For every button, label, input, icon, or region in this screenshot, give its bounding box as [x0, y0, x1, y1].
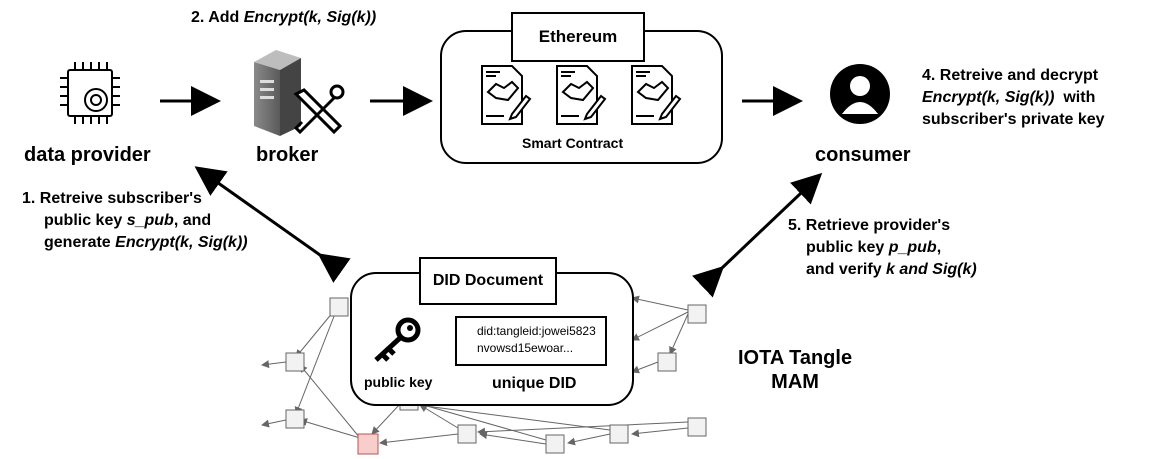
arrow-provider-did	[194, 166, 351, 283]
did-string-line1: did:tangleid:jowei5823	[477, 324, 596, 338]
contract-icon	[481, 65, 532, 125]
contract-icon	[556, 65, 607, 125]
step2-text: 2. Add	[191, 9, 244, 26]
server-tools-icon	[254, 50, 345, 136]
contract-icon	[631, 65, 682, 125]
consumer-label: consumer	[815, 144, 911, 166]
step5-formula: k and Sig(k)	[886, 261, 977, 278]
step5-line3-text: and verify	[806, 261, 887, 278]
smart-contract-label: Smart Contract	[522, 135, 624, 151]
step4-line3: subscriber's private key	[922, 111, 1105, 128]
did-string-line2: nvowsd15ewoar...	[477, 341, 574, 355]
key-icon	[374, 317, 421, 362]
step1-line2-text: public key	[44, 212, 127, 229]
tangle-highlight-node	[357, 433, 379, 455]
public-key-label: public key	[364, 374, 433, 390]
broker-label: broker	[256, 144, 319, 166]
step1-formula: Encrypt(k, Sig(k))	[115, 234, 248, 251]
step5-line2-end: ,	[936, 239, 942, 256]
user-icon	[830, 64, 890, 124]
step1-line3-text: generate	[44, 234, 116, 251]
step1-line2-end: , and	[173, 212, 212, 229]
tangle-label-line2: MAM	[771, 371, 819, 393]
unique-did-label: unique DID	[492, 375, 577, 392]
contracts-group	[481, 65, 682, 125]
arrow-consumer-did	[692, 172, 823, 298]
step1-line1: 1. Retreive subscriber's	[22, 190, 202, 207]
chip-icon	[60, 62, 120, 124]
step4-line1: 4. Retreive and decrypt	[922, 67, 1099, 84]
did-document-title: DID Document	[419, 257, 557, 305]
step2-formula: Encrypt(k, Sig(k))	[243, 9, 377, 26]
tangle-label-line1: IOTA Tangle	[738, 347, 853, 369]
step4-formula: Encrypt(k, Sig(k))	[922, 89, 1055, 106]
step1-label: 1. Retreive subscriber's public key s_pu…	[22, 188, 248, 254]
step5-label: 5. Retrieve provider's public key p_pub,…	[788, 215, 977, 281]
did-string-box: did:tangleid:jowei5823 nvowsd15ewoar...	[455, 316, 607, 366]
step5-line2-text: public key	[806, 239, 889, 256]
ethereum-title: Ethereum	[511, 12, 645, 62]
tangle-edges	[261, 295, 689, 447]
tangle-label: IOTA Tangle MAM	[738, 346, 852, 394]
data-provider-label: data provider	[24, 144, 151, 166]
step1-spub: s_pub	[126, 212, 174, 229]
step5-ppub: p_pub	[888, 239, 937, 256]
step5-line1: 5. Retrieve provider's	[788, 217, 951, 234]
step2-label: 2. Add Encrypt(k, Sig(k))	[191, 7, 376, 29]
step4-label: 4. Retreive and decrypt Encrypt(k, Sig(k…	[922, 65, 1105, 131]
step4-with: with	[1054, 89, 1096, 106]
